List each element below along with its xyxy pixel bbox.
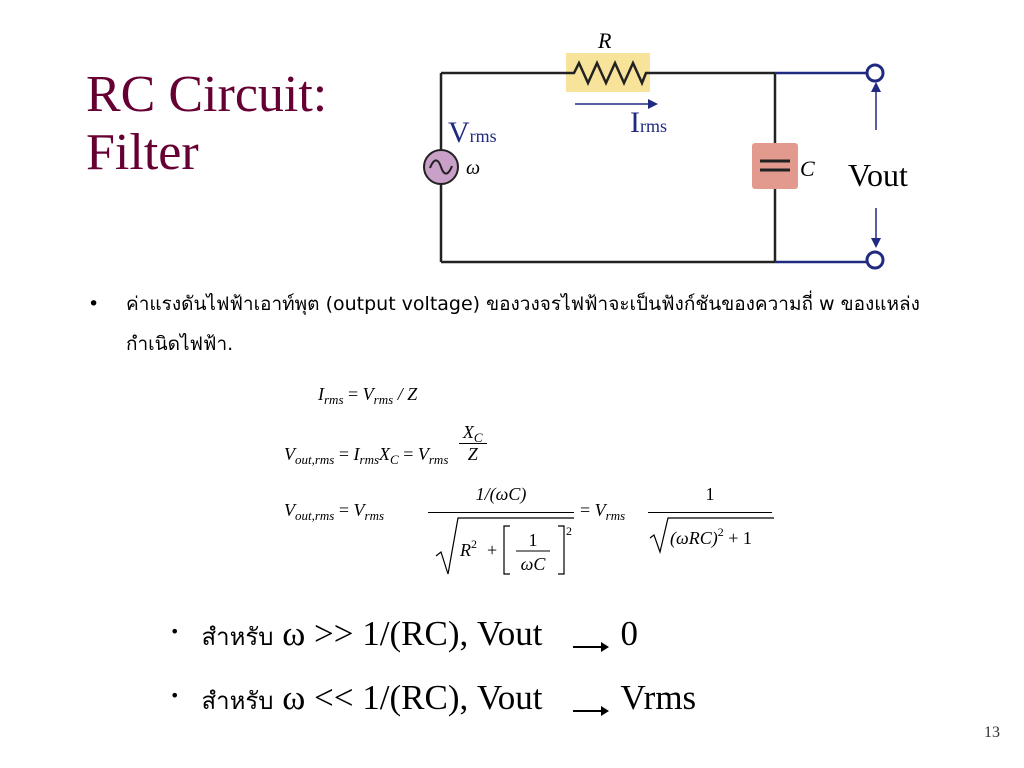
right-arrow-icon [572,705,609,716]
current-arrow-head [648,99,658,109]
bullet-low-frequency: • สำหรับ ω << 1/(RC), Vout Vrms [170,678,696,720]
output-terminal-top [865,63,885,83]
eq3-sqrt-icon [435,517,574,575]
current-label-sub: rms [640,116,667,136]
eq3-r: R [460,540,471,560]
equation-irms: Irms = Vrms / Z [318,384,418,407]
vout-label: Vout [848,157,908,193]
eq3-equals-2: = [580,500,591,520]
eq3-inner-num: 1 [528,530,538,550]
output-terminal-bottom [865,250,885,270]
eq3-fraction-bar-2 [648,512,772,513]
eq1-v-sub: rms [373,392,394,407]
eq2-num-sub: C [473,430,483,445]
eq3-r-term: R2 [460,537,477,561]
eq3-den2: (ωRC)2 + 1 [670,525,752,549]
bullet-marker: • [88,293,100,315]
bullet-expression: ω << 1/(RC), Vout [282,678,543,717]
eq3-plus: + [487,540,498,560]
eq3-den2-sup: 2 [717,525,724,539]
eq3-v: V [353,500,365,520]
eq1-lhs: I [318,384,324,404]
eq2-equals-2: = [403,443,414,464]
right-arrow-icon [572,641,609,652]
sine-wave-icon [429,159,453,175]
eq2-x: X [379,443,391,464]
eq3-den2-main: (ωRC) [670,528,718,548]
title-line-1: RC Circuit: [86,66,328,123]
title-line-2: Filter [86,124,199,181]
eq3-sqrt-icon-2 [649,517,774,554]
bullet-text: ค่าแรงดันไฟฟ้าเอาท์พุต (output voltage) … [126,293,920,355]
eq3-left-side: Vout,rms = Vrms [284,500,385,523]
bullet-result: Vrms [620,678,697,717]
eq2-v-sub: rms [428,451,449,467]
bullet-thai-label: สำหรับ [201,687,274,715]
source-voltage-sub: rms [470,126,497,146]
bullet-marker: • [170,686,180,705]
eq3-equals: = [338,500,350,520]
eq2-num: X [462,422,474,442]
vout-arrow-down-head [871,238,881,248]
eq2-left-side: Vout,rms = IrmsXC = Vrms [284,443,453,467]
capacitor-highlight [752,143,798,189]
eq3-right-side: = Vrms [580,500,626,523]
eq1-rest: / Z [397,384,418,404]
eq3-v-sub: rms [364,508,385,523]
eq2-numerator: XC [459,422,487,445]
bullet-marker: • [170,622,180,641]
eq1-equals: = [348,384,359,404]
equation-vout-2: Vout,rms = Vrms 1/(ωC) R2 + 1 ωC 2 = Vrm… [284,484,784,584]
capacitor-label: C [800,156,815,181]
eq3-den2-rest: + 1 [728,528,752,548]
eq3-lhs-sub: out,rms [295,508,335,523]
source-voltage-main: V [448,116,470,149]
eq3-fraction-bar [428,512,574,513]
resistor-label: R [597,28,612,53]
current-label: Irms [630,106,667,139]
eq3-v2-sub: rms [605,508,626,523]
equation-vout-1: Vout,rms = IrmsXC = Vrms XC Z [284,422,487,467]
eq3-bracket-sup: 2 [566,524,572,538]
eq3-lhs: V [284,500,295,520]
slide-title: RC Circuit: Filter [86,66,327,182]
eq3-inner-den: ωC [520,554,546,574]
eq2-x-sub: C [390,451,399,467]
eq2-i: I [353,443,360,464]
page-number: 13 [984,724,1000,741]
eq2-i-sub: rms [359,451,380,467]
eq3-r-sup: 2 [471,537,477,551]
eq3-num: 1/(ωC) [475,484,527,504]
eq2-lhs: V [284,443,295,464]
bullet-result: 0 [620,614,639,653]
current-label-main: I [630,106,640,139]
eq3-num2: 1 [705,484,715,504]
eq2-v: V [417,443,429,464]
eq2-lhs-sub: out,rms [295,451,335,467]
source-voltage-label: Vrms [448,116,497,149]
eq3-v2: V [594,500,606,520]
eq2-denominator: Z [458,443,487,465]
eq2-equals: = [338,443,350,464]
eq1-lhs-sub: rms [324,392,344,407]
vout-arrow-up-head [871,82,881,92]
resistor-icon [566,59,650,87]
source-omega-label: ω [466,157,480,179]
bullet-high-frequency: • สำหรับ ω >> 1/(RC), Vout 0 [170,614,638,656]
bullet-expression: ω >> 1/(RC), Vout [282,614,543,653]
rc-circuit-diagram: R Irms C Vrms ω Vout [423,28,908,270]
bullet-thai-label: สำหรับ [201,623,274,651]
eq1-v: V [362,384,374,404]
eq2-fraction: XC Z [458,422,487,465]
